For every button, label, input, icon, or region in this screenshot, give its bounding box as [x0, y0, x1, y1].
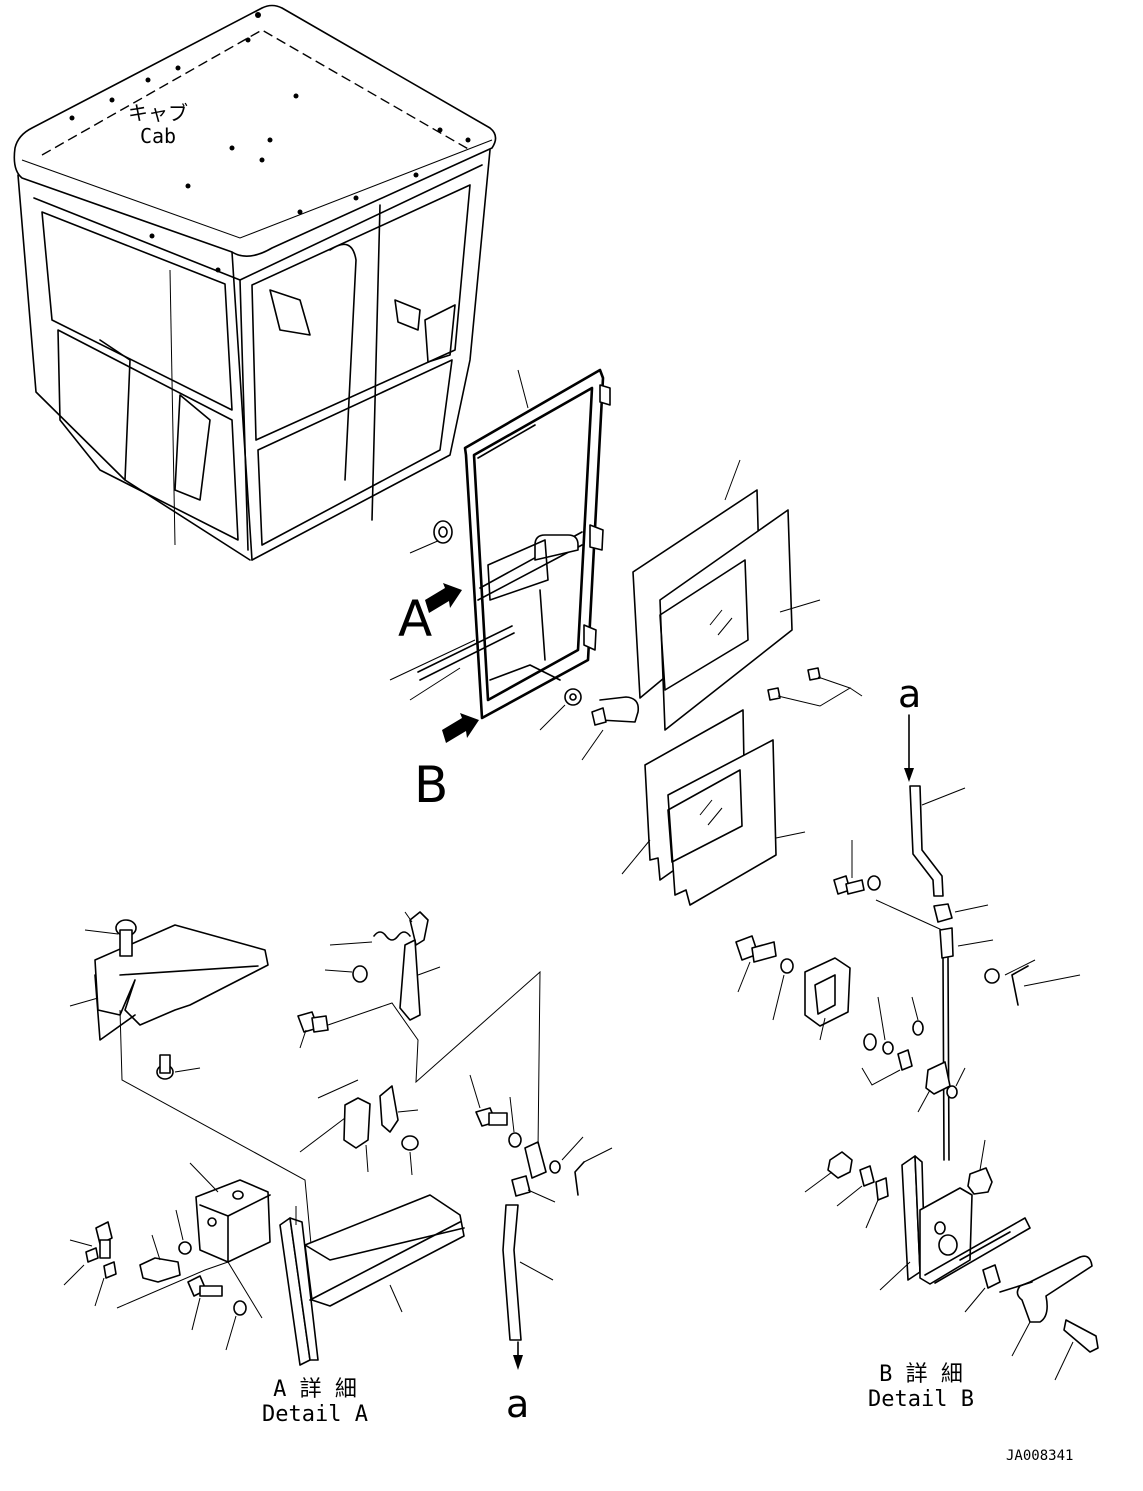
rod-lower	[469, 1074, 613, 1370]
detail-b-title-jp: B 詳 細	[879, 1362, 963, 1387]
washer-part	[433, 520, 453, 544]
detail-a-title: A 詳 細 Detail A	[262, 1377, 368, 1428]
cab-illustration	[13, 4, 497, 561]
lower-glass-panels	[621, 709, 806, 906]
door-frame	[389, 368, 611, 720]
cab-label-jp: キャブ	[128, 101, 188, 125]
view-arrow-b	[442, 713, 479, 743]
detail-b-title-en: Detail B	[868, 1387, 974, 1413]
view-b-label: B	[414, 756, 449, 814]
connection-label-top: a	[898, 672, 922, 716]
detail-a-parts	[63, 911, 541, 1366]
detail-a-title-en: Detail A	[262, 1402, 368, 1428]
cab-label-en: Cab	[139, 124, 177, 148]
detail-b-title: B 詳 細 Detail B	[868, 1362, 974, 1413]
connection-label-bottom: a	[506, 1382, 530, 1426]
detail-a-title-jp: A 詳 細	[273, 1377, 357, 1402]
drawing-number: JA008341	[1006, 1448, 1074, 1464]
detail-b-parts	[735, 840, 1099, 1381]
door-handle-part	[539, 688, 640, 761]
view-a-label: A	[398, 590, 433, 648]
rod-upper	[904, 714, 966, 897]
small-clips	[767, 667, 863, 707]
cab-label: キャブ Cab	[128, 102, 188, 148]
view-arrow-a	[425, 583, 462, 613]
upper-glass-panels	[632, 459, 821, 731]
